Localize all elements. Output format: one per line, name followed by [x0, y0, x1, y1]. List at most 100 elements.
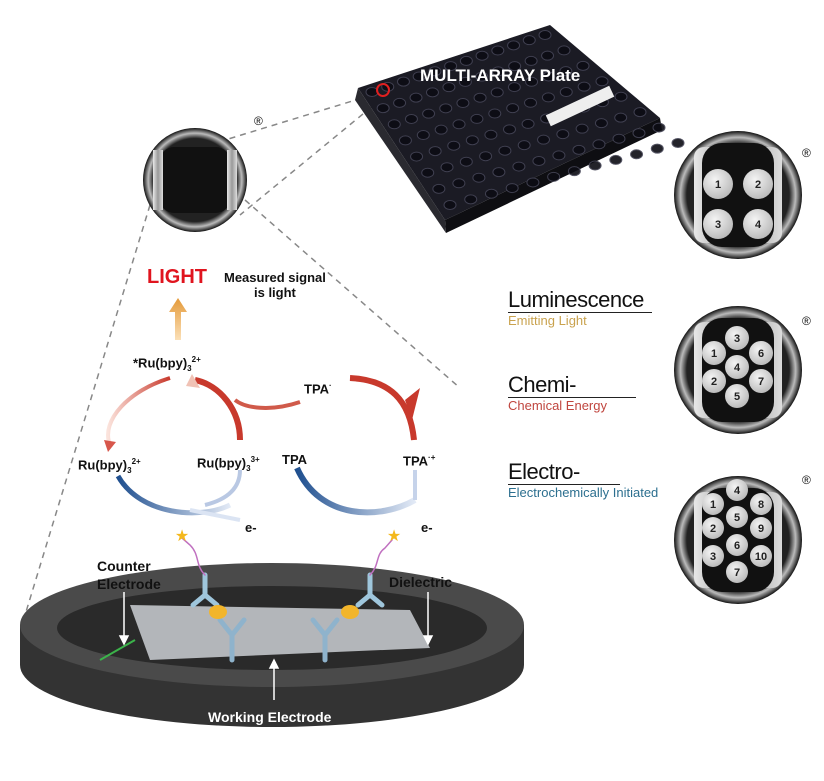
plate-well [588, 160, 602, 171]
plate-well [393, 97, 407, 108]
plate-well [459, 55, 473, 66]
plate-well [538, 30, 552, 40]
plate-well [396, 76, 410, 87]
plate-well [541, 92, 555, 103]
plate-well [633, 107, 647, 118]
measured-signal-line1: Measured signal [224, 270, 326, 285]
plate-well [387, 119, 401, 130]
spot-number: 1 [710, 499, 716, 511]
plate-well [456, 98, 470, 109]
counter-electrode-label: Counter Electrode [97, 557, 161, 593]
working-electrode-label: Working Electrode [208, 709, 332, 725]
plate-well [475, 71, 489, 82]
luminescence-subtitle: Emitting Light [508, 313, 587, 328]
chemi-title: Chemi- [508, 373, 636, 398]
plate-well [537, 134, 551, 145]
plate-well [559, 87, 573, 98]
tpa-radical-label: TPA· [304, 381, 332, 397]
counter-line1: Counter [97, 558, 151, 574]
spot-number: 2 [711, 376, 717, 388]
spot [703, 209, 733, 239]
plate-well [612, 133, 626, 144]
plate-well [517, 140, 531, 151]
plate-well [490, 87, 504, 98]
spot-number: 2 [755, 179, 761, 191]
plate-well [556, 129, 570, 140]
antigen-right [341, 605, 359, 619]
plate-well [425, 87, 439, 98]
antigen-left [209, 605, 227, 619]
plate-well [498, 145, 512, 156]
plate-well [671, 138, 685, 148]
plate-well [522, 35, 536, 46]
plate-well [428, 146, 442, 157]
spot-number: 3 [710, 551, 716, 563]
plate-well [422, 108, 436, 119]
plate-well [614, 112, 628, 123]
plate-label: MULTI-ARRAY Plate [420, 66, 581, 85]
plate-well [412, 71, 426, 82]
plate-well [595, 76, 609, 87]
spot-number: 1 [711, 348, 717, 360]
plate-well [532, 156, 546, 166]
plate-well [526, 177, 540, 188]
label-star-right: ★ [387, 528, 401, 545]
measured-signal-text: Measured signal is light [224, 270, 326, 300]
ruthenium-2plus-label: Ru(bpy)32+ [78, 457, 141, 475]
plate-well [472, 172, 486, 183]
spot [750, 517, 772, 539]
spot-number: 9 [758, 523, 764, 535]
plate-well [559, 66, 573, 77]
plate-well [428, 66, 442, 77]
plate-well [410, 151, 424, 162]
spot-number: 6 [734, 540, 740, 552]
plate-well [592, 139, 606, 150]
spot [703, 169, 733, 199]
spot [702, 369, 726, 393]
tpa-label: TPA [282, 452, 308, 467]
spot [702, 493, 724, 515]
plate-well [488, 108, 502, 119]
spot [743, 209, 773, 239]
spot [725, 355, 749, 379]
plate-well [452, 178, 466, 189]
plate-well [577, 81, 591, 92]
luminescence-title: Luminescence [508, 288, 652, 313]
registered-mark: ® [802, 473, 811, 487]
plate-well [524, 55, 538, 66]
zoom-guide-lines [21, 94, 461, 626]
plate-well [473, 92, 487, 103]
plate-well [416, 130, 430, 141]
plate-well [507, 82, 521, 93]
plate-well [594, 118, 608, 129]
electrode-base [20, 563, 524, 727]
plate-well [464, 194, 478, 205]
plate-well [652, 122, 666, 133]
chemi-subtitle: Chemical Energy [508, 398, 607, 413]
plate-well [506, 103, 520, 114]
plate-well [507, 40, 521, 51]
plate-well [567, 166, 581, 177]
registered-mark: ® [802, 146, 811, 160]
plate-well [576, 60, 590, 71]
pointer-arrows [118, 592, 434, 700]
electro-subtitle: Electrochemically Initiated [508, 485, 659, 500]
electro-title: Electro- [508, 460, 620, 485]
spot [750, 493, 772, 515]
spot [749, 341, 773, 365]
plate-well [632, 128, 646, 139]
plate-well [452, 119, 466, 130]
antibodies [181, 537, 393, 663]
electron-left-label: e- [245, 520, 257, 535]
plate-well [552, 150, 566, 161]
ecl-luminescence: Luminescence Emitting Light [508, 288, 652, 328]
label-star-left: ★ [175, 528, 189, 545]
ecl-chemi: Chemi- Chemical Energy [508, 373, 636, 413]
spot-number: 8 [758, 499, 764, 511]
spot [750, 545, 772, 567]
light-label: LIGHT [147, 266, 207, 288]
electron-right-label: e- [421, 520, 433, 535]
spot [726, 506, 748, 528]
plate-well [512, 161, 526, 172]
